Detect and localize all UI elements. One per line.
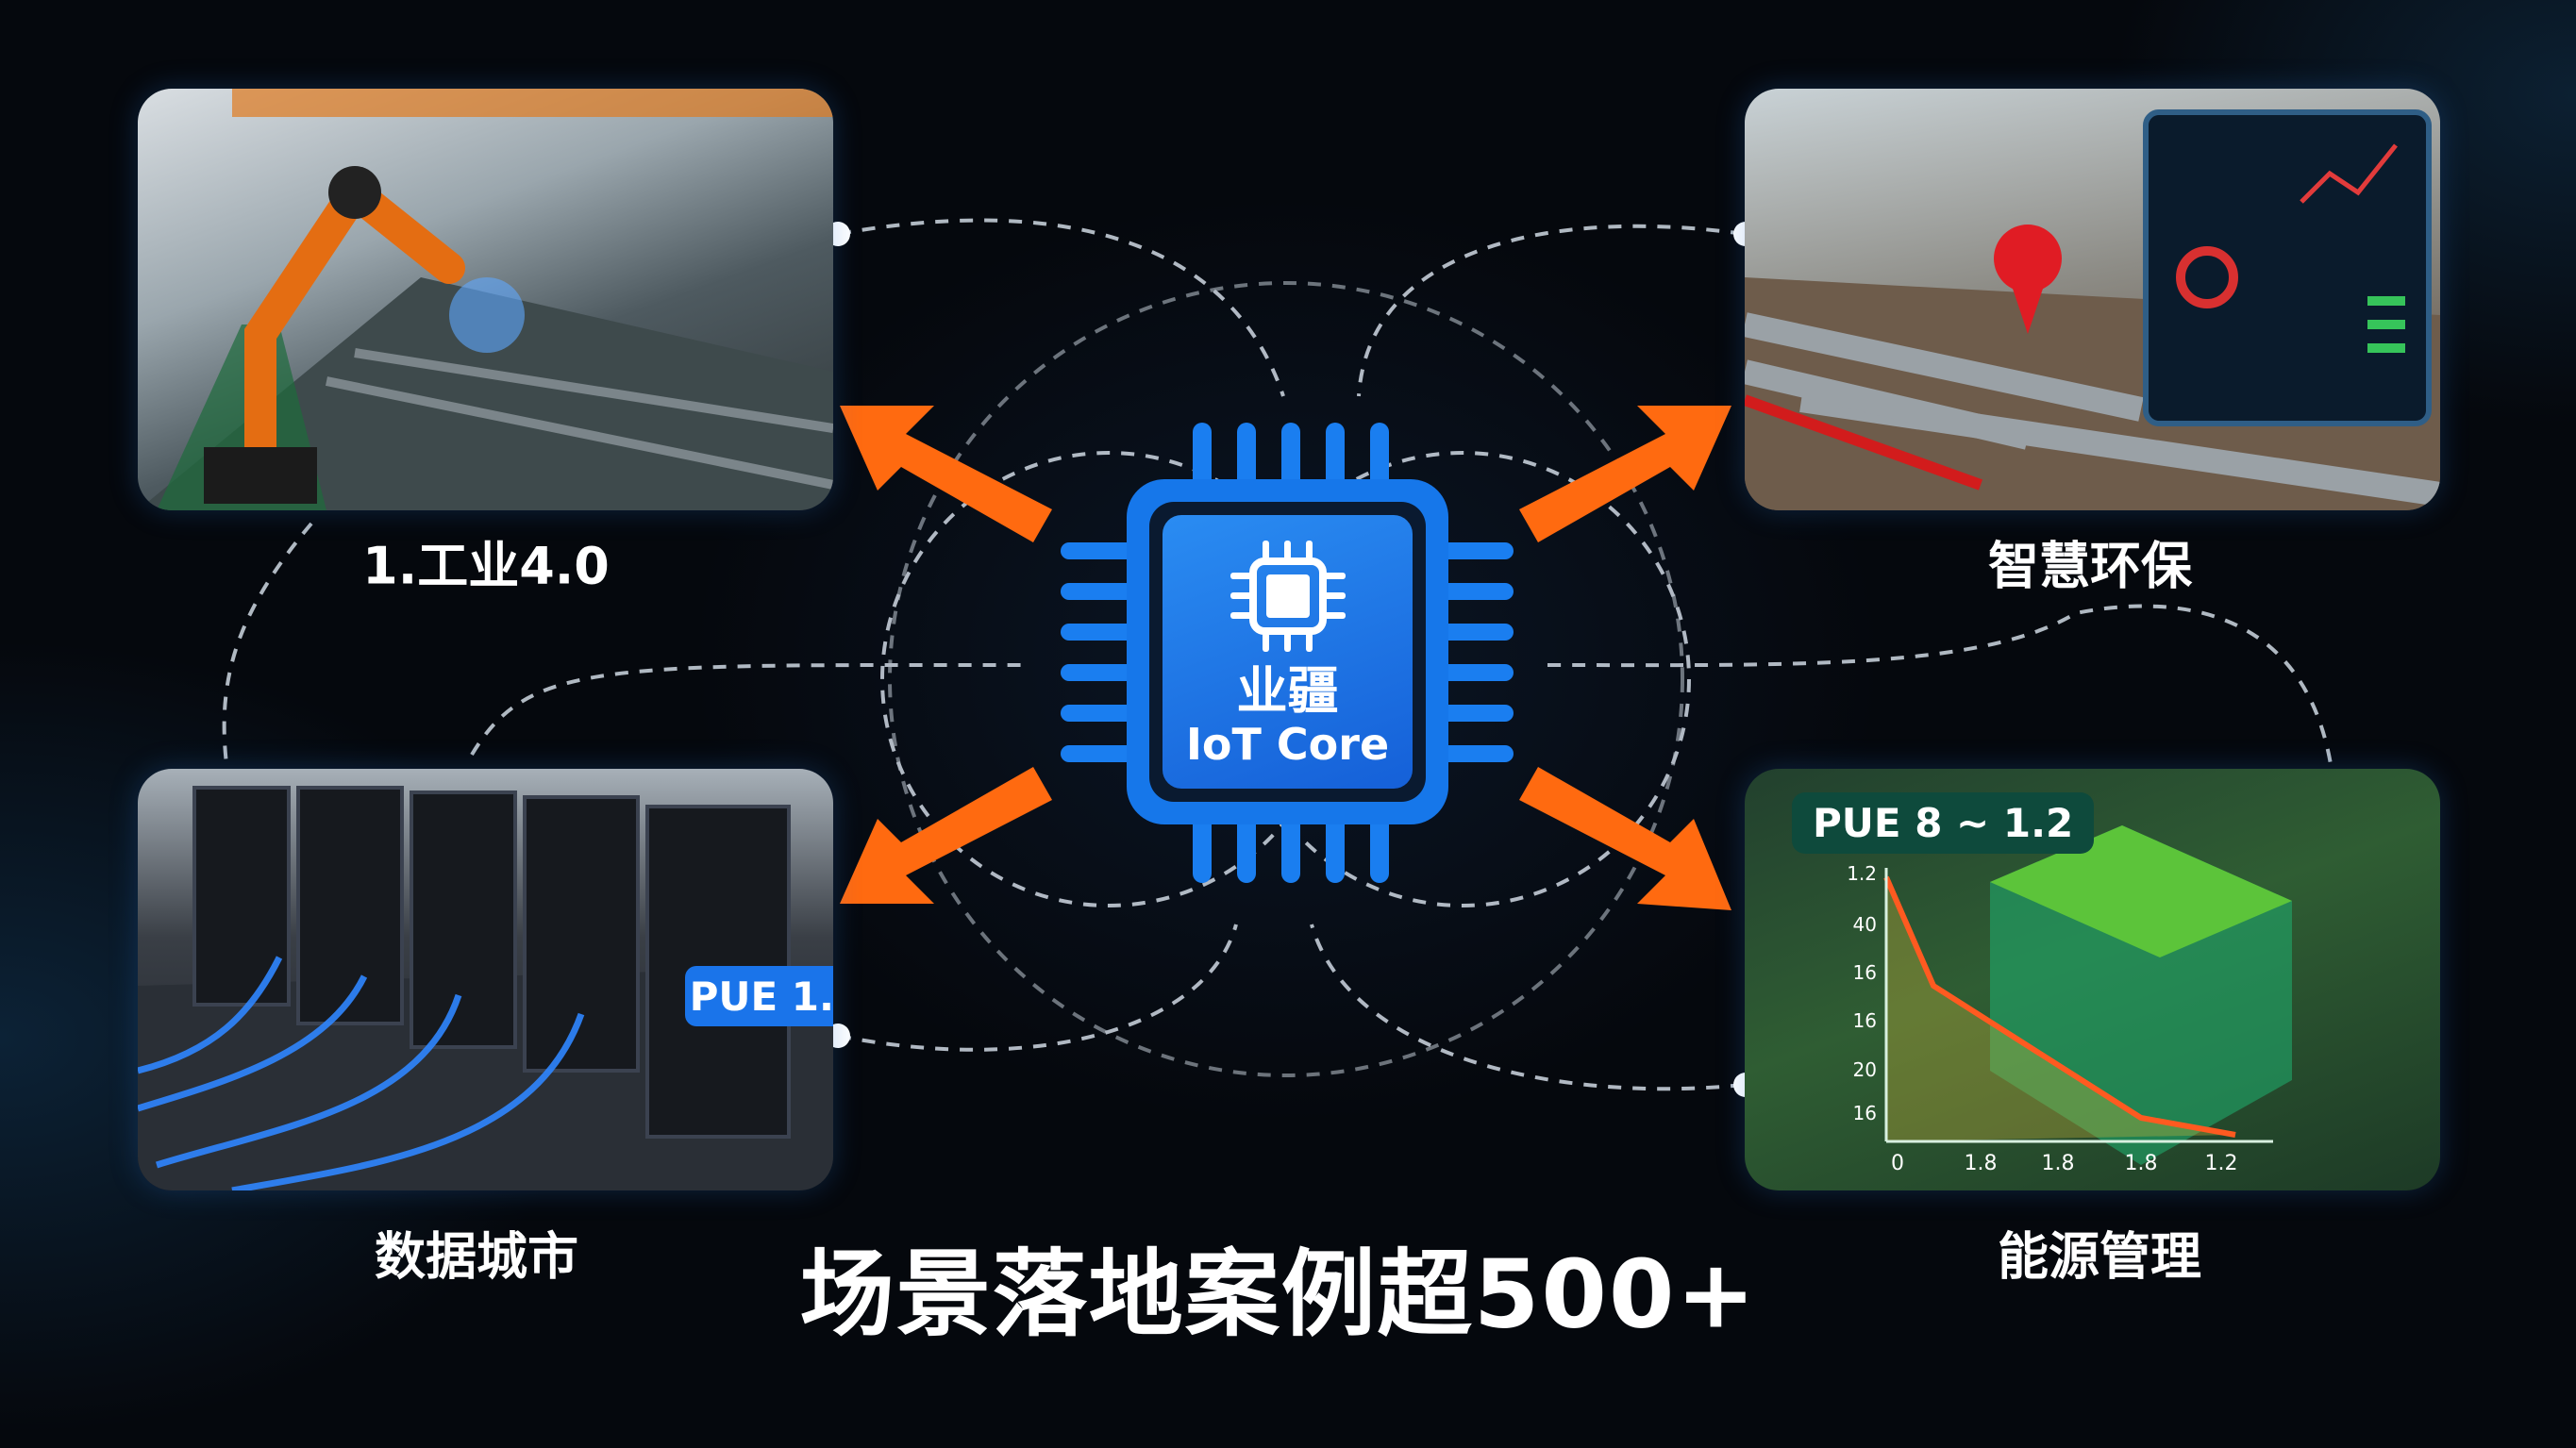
pipeline-icon	[1745, 109, 2440, 510]
y-tick: 16	[1853, 961, 1877, 984]
scenario-image-environment	[1745, 89, 2440, 510]
server-rack-icon	[138, 786, 833, 1190]
iot-core-chip: 业疆 IoT Core	[1061, 415, 1514, 887]
headline: 场景落地案例超500+	[799, 1239, 1758, 1350]
y-tick: 20	[1853, 1058, 1877, 1081]
arrow-down-left-icon	[840, 767, 1052, 904]
dashed-link-tl	[837, 218, 1285, 397]
x-tick: 1.8	[1965, 1152, 1998, 1175]
scenario-label-environment: 智慧环保	[1988, 536, 2192, 596]
arrow-down-right-icon	[1519, 767, 1731, 910]
y-tick: 40	[1853, 913, 1877, 936]
robot-arm-icon	[138, 89, 833, 510]
dashed-circle-outer	[888, 281, 1684, 1077]
pue-trend-line	[1883, 875, 2236, 1138]
chip-icon	[1229, 541, 1346, 652]
arrow-up-left-icon	[840, 406, 1052, 542]
scenario-image-industry	[138, 89, 833, 510]
scenario-image-energy: 1.2 40 16 16 20 16 0 1.8 1.8 1.8 1.2 PUE…	[1745, 769, 2440, 1190]
scenario-image-data-city: PUE 1.18	[138, 769, 833, 1190]
scenario-label-industry: 1.工业4.0	[362, 536, 610, 596]
pue-range-badge: PUE 8 ~ 1.2	[1792, 792, 2095, 854]
x-tick: 1.2	[2205, 1152, 2238, 1175]
y-tick: 16	[1853, 1102, 1877, 1124]
y-tick: 1.2	[1847, 862, 1877, 885]
x-tick: 1.8	[2125, 1152, 2158, 1175]
arrows	[840, 406, 1731, 910]
scenario-label-data-city: 数据城市	[375, 1226, 578, 1287]
y-tick: 16	[1853, 1009, 1877, 1032]
x-tick: 0	[1891, 1152, 1904, 1175]
x-tick: 1.8	[2042, 1152, 2075, 1175]
brand-subtitle: IoT Core	[1185, 719, 1390, 770]
brand-name: 业疆	[1236, 661, 1339, 721]
energy-chart: 1.2 40 16 16 20 16 0 1.8 1.8 1.8 1.2	[1847, 825, 2292, 1175]
pue-badge: PUE 1.18	[685, 966, 833, 1026]
scenario-label-energy: 能源管理	[1998, 1226, 2201, 1287]
arrow-up-right-icon	[1519, 406, 1731, 542]
dashed-circle-right	[1234, 451, 1691, 907]
